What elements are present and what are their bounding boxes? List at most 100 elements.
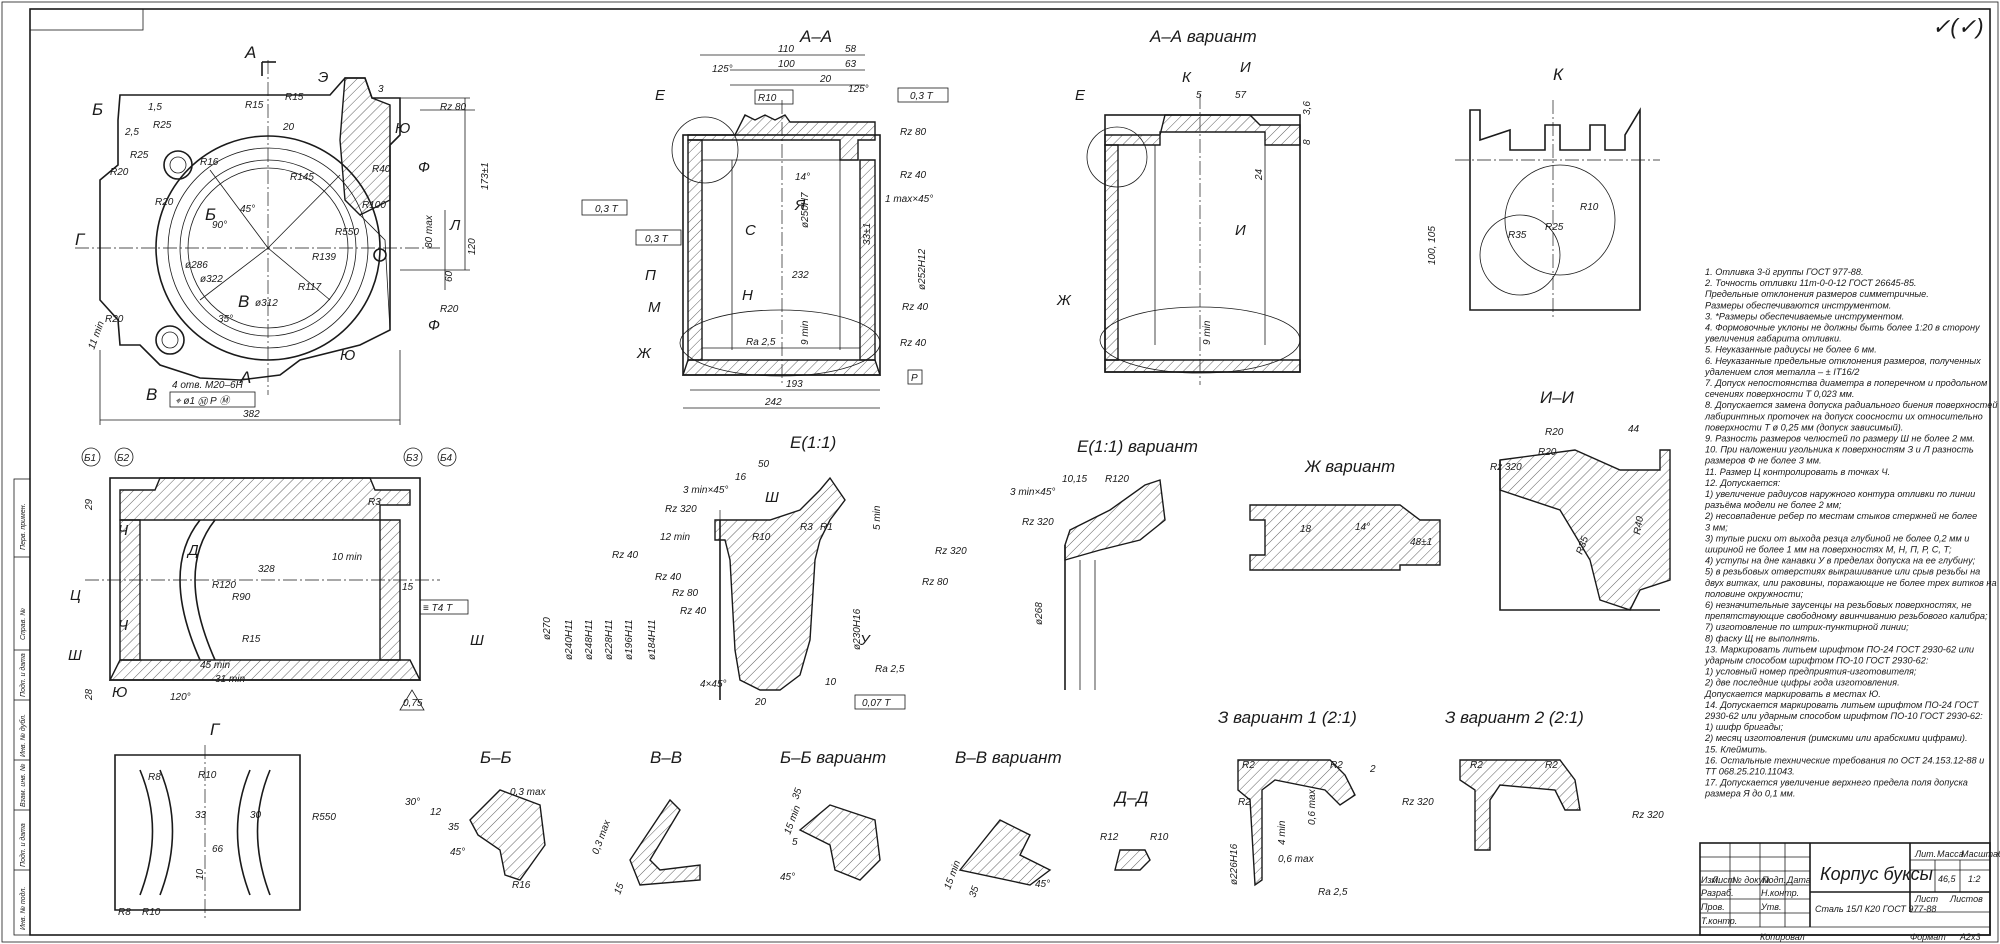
section-ii: И–И R20 R20 44 Rz 320 R35 R40 [1490, 388, 1671, 611]
e11-d196: ø196Н11 [624, 620, 635, 660]
g-66: 66 [212, 844, 224, 855]
tb-role-5: Утв. [1760, 902, 1781, 912]
aav-3.6: 3,6 [1302, 101, 1313, 115]
title-zh-var: Ж вариант [1304, 457, 1395, 476]
aav-K: К [1182, 69, 1192, 86]
dim-rz80: Rz 80 [440, 102, 467, 113]
tb-row-4: Подп. [1762, 875, 1786, 885]
aa-chamfer: 1 max×45° [885, 194, 933, 205]
e11-U: У [859, 632, 871, 649]
dim-173: 173±1 [480, 162, 491, 190]
aav-57: 57 [1235, 90, 1247, 101]
note-line: разъёма модели не более 2 мм; [1704, 500, 1842, 510]
aa-p: Р [911, 373, 918, 384]
note-line: 12. Допускается: [1705, 478, 1781, 488]
aav-24: 24 [1254, 168, 1265, 181]
dim-r20a: R20 [110, 167, 129, 178]
vv-15: 15 [612, 881, 626, 896]
aa-d250: ø250Н7 [800, 192, 811, 228]
side-Sh: Ш [68, 647, 82, 664]
label-V-1: В [146, 385, 157, 404]
tb-role-3: Т.контр. [1701, 916, 1737, 926]
side-b3: Б3 [406, 453, 419, 464]
e11v-chamf: 3 min×45° [1010, 487, 1055, 498]
z1-2: 2 [1369, 764, 1376, 775]
note-line: Допускается маркировать в местах Ю. [1704, 689, 1881, 699]
dim-r15a: R15 [245, 100, 264, 111]
side-t4: ≡ Т4 Т [423, 603, 453, 614]
aa-r10: R10 [758, 93, 777, 104]
e11-d270: ø270 [542, 617, 553, 640]
roughness-mark: ✓(✓) [1932, 14, 1984, 39]
detail-e11-variant: Е(1:1) вариант 3 min×45° 10,15 R120 Rz 3… [1010, 437, 1198, 690]
aa-110: 110 [778, 44, 794, 55]
title-bb: Б–Б [480, 748, 512, 767]
note-line: 9. Разность размеров челюстей по размеру… [1705, 434, 1975, 444]
note-line: 7. Допуск непостоянства диаметра в попер… [1705, 378, 1988, 388]
tb-role-2: Пров. [1701, 902, 1725, 912]
aa-d252: ø252Н12 [917, 248, 928, 290]
dim-thread: 4 отв. М20–6Н [172, 380, 244, 391]
e11-chamf: 3 min×45° [683, 485, 728, 496]
e11-r3: R3 [800, 522, 813, 533]
note-line: 2930-62 или ударным способом шрифтом ПО-… [1704, 711, 1983, 721]
note-line: 5. Неуказанные радиусы не более 6 мм. [1705, 345, 1877, 355]
title-vv-var: В–В вариант [955, 748, 1062, 767]
e11-10: 10 [825, 677, 837, 688]
side-328: 328 [258, 564, 275, 575]
aa-rz40b: Rz 40 [902, 302, 929, 313]
title-k: К [1553, 65, 1564, 84]
side-w: 0,75 [403, 698, 423, 709]
section-vv-variant: В–В вариант 15 min 35 45° [942, 748, 1061, 899]
note-line: 6) незначительные заусенцы на резьбовых … [1705, 600, 1972, 610]
note-line: Предельные отклонения размеров симметрич… [1705, 289, 1929, 299]
dim-3: 3 [378, 84, 384, 95]
side-r3: R3 [368, 497, 381, 508]
bb-35: 35 [448, 822, 460, 833]
note-line: 7) изготовление по штрих-пунктирной лини… [1705, 622, 1909, 632]
title-z2: З вариант 2 (2:1) [1445, 708, 1584, 727]
g-r8b: R8 [118, 907, 131, 918]
tb-role-1: Разраб. [1701, 888, 1734, 898]
vv-03: 0,3 max [590, 818, 613, 856]
e11-20: 20 [754, 697, 767, 708]
side-strip-4: Инв. № дубл. [19, 714, 27, 757]
aa-label-Ya: Я [794, 197, 806, 214]
title-aa-var: А–А вариант [1149, 27, 1257, 46]
z2-r2a: R2 [1470, 760, 1483, 771]
aa-tol1: 0,3 Т [910, 91, 934, 102]
section-vv: В–В 0,3 max 15 [590, 748, 701, 896]
side-strip: Перв. примен. Справ. № Подп. и дата Инв.… [14, 503, 30, 930]
note-line: лабиринтных проточек на допуск соосности… [1704, 411, 1983, 421]
tb-format-val: A2х3 [1959, 932, 1981, 942]
e11v-r120: R120 [1105, 474, 1129, 485]
note-line: размеров Ф не более 3 мм. [1704, 456, 1822, 466]
side-b4: Б4 [440, 453, 453, 464]
aav-I-mid: И [1235, 222, 1246, 239]
dim-11min: 11 min [86, 319, 106, 351]
tb-sheet: Лист [1914, 894, 1939, 904]
e11-rz80b: Rz 80 [922, 577, 949, 588]
part-material: Сталь 15Л К20 ГОСТ 977-88 [1815, 904, 1936, 914]
aa-label-E: Е [655, 87, 666, 104]
side-strip-7: Инв. № подл. [19, 887, 27, 930]
note-line: 16. Остальные технические требования по … [1705, 755, 1984, 765]
note-line: 2) месяц изготовления (римскими или араб… [1704, 733, 1968, 743]
e11v-rz320: Rz 320 [1022, 517, 1054, 528]
note-line: 15. Клеймить. [1705, 744, 1768, 754]
e11-rz320a: Rz 320 [665, 504, 697, 515]
title-dd: Д–Д [1113, 788, 1148, 807]
e11-rz80a: Rz 80 [672, 588, 699, 599]
note-line: 1) условный номер предприятия-изготовите… [1705, 667, 1917, 677]
dim-r139: R139 [312, 252, 336, 263]
dim-r20c: R20 [105, 314, 124, 325]
k-r25: R25 [1545, 222, 1564, 233]
side-Sh2: Ш [470, 632, 484, 649]
side-31min: 31 min [215, 674, 245, 685]
label-V-2: В [238, 292, 249, 311]
section-aa-variant: А–А вариант 5 57 3,6 8 24 9 min К И И Е … [1056, 27, 1313, 385]
detail-z-variant-1: З вариант 1 (2:1) R2 R2 R2 Rz 320 0,6 ma… [1218, 708, 1434, 898]
bbv-15: 15 min [782, 804, 803, 836]
k-r35: R35 [1508, 230, 1527, 241]
